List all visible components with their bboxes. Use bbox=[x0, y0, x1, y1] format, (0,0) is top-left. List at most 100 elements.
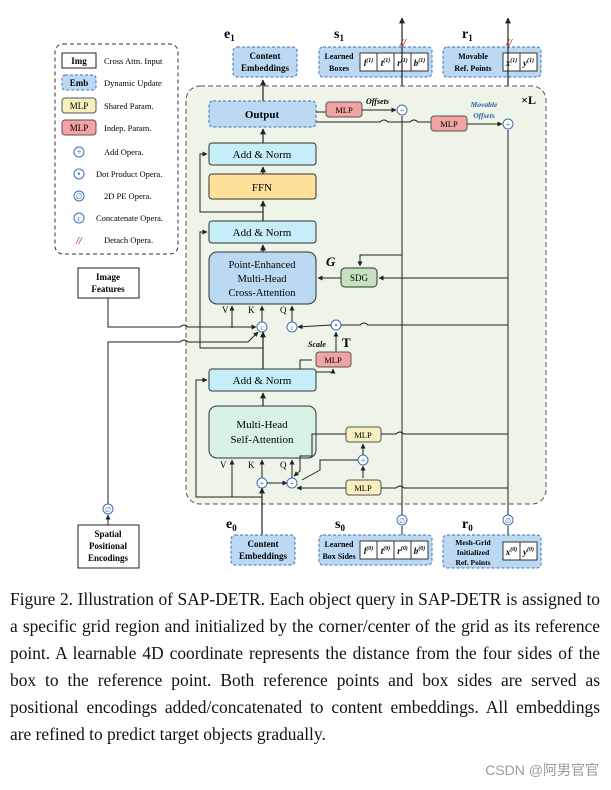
legend-item-pe: ∅ 2D PE Opera. bbox=[73, 190, 151, 202]
legend-label-shared: Shared Param. bbox=[104, 101, 154, 111]
legend-label-pe: 2D PE Opera. bbox=[104, 191, 151, 201]
svg-text:+: + bbox=[290, 479, 295, 488]
svg-text:t(1): t(1) bbox=[381, 57, 391, 68]
legend-item-add: + Add Opera. bbox=[73, 146, 144, 158]
self-k-label: K bbox=[248, 460, 255, 470]
legend-label-add: Add Opera. bbox=[104, 147, 144, 157]
pe-icon bbox=[502, 514, 514, 526]
svg-text:Positional: Positional bbox=[89, 541, 128, 551]
svg-text:Image: Image bbox=[96, 272, 120, 282]
detach-icon: // bbox=[75, 236, 83, 247]
bottom-learned-box-sides: Learned Box Sides l(0) t(0) r(0) b(0) bbox=[318, 534, 433, 566]
add-norm-1: Add & Norm bbox=[208, 368, 317, 392]
svg-text:b(0): b(0) bbox=[414, 545, 426, 556]
dot-product-icon: • bbox=[77, 169, 80, 179]
legend-item-concat: c Concatenate Opera. bbox=[73, 212, 163, 224]
svg-text:MLP: MLP bbox=[440, 119, 458, 129]
concat-icon bbox=[286, 321, 298, 333]
pe-icon bbox=[396, 514, 408, 526]
svg-text:Output: Output bbox=[245, 109, 280, 121]
svg-text:t(0): t(0) bbox=[381, 545, 391, 556]
svg-text:Multi-Head: Multi-Head bbox=[238, 274, 288, 285]
svg-text:MLP: MLP bbox=[354, 483, 372, 493]
svg-text:Embeddings: Embeddings bbox=[239, 551, 288, 561]
sap-detr-diagram: Img Cross Attn. Input Emb Dynamic Update… bbox=[54, 17, 547, 569]
legend-sym-img: Img bbox=[71, 56, 87, 66]
bottom-content-embeddings: Content Embeddings bbox=[230, 534, 296, 566]
svg-text:Ref. Points: Ref. Points bbox=[454, 64, 491, 73]
g-label: G bbox=[326, 254, 336, 269]
add-norm-2: Add & Norm bbox=[208, 220, 317, 244]
concat-icon: c bbox=[77, 214, 81, 223]
svg-text:Features: Features bbox=[91, 284, 125, 294]
svg-text:Learned: Learned bbox=[325, 52, 354, 61]
svg-text:Content: Content bbox=[248, 539, 279, 549]
ffn-box: FFN bbox=[208, 173, 317, 200]
bottom-mesh-grid-ref-points: Mesh-Grid Initialized Ref. Points x(0) y… bbox=[442, 534, 542, 569]
spatial-positional-encodings-box: Spatial Positional Encodings bbox=[77, 524, 140, 569]
detach-icon: // bbox=[399, 37, 407, 49]
legend-item-dot: • Dot Product Opera. bbox=[73, 168, 162, 180]
scale-label: Scale bbox=[308, 340, 326, 349]
svg-text:Box Sides: Box Sides bbox=[322, 552, 355, 561]
svg-text:∅: ∅ bbox=[105, 506, 111, 514]
legend-label-emb: Dynamic Update bbox=[104, 78, 162, 88]
svg-text:Movable: Movable bbox=[458, 52, 488, 61]
svg-text:c: c bbox=[260, 324, 263, 332]
s0-label: s0 bbox=[335, 517, 345, 533]
svg-text:SDG: SDG bbox=[350, 273, 369, 283]
svg-text:FFN: FFN bbox=[252, 182, 272, 194]
pe-icon: ∅ bbox=[76, 192, 83, 201]
svg-text:Ref. Points: Ref. Points bbox=[456, 558, 491, 567]
svg-text:Mesh-Grid: Mesh-Grid bbox=[455, 538, 491, 547]
svg-text:Content: Content bbox=[250, 51, 281, 61]
repeat-label: ×L bbox=[521, 93, 536, 107]
svg-text:Spatial: Spatial bbox=[94, 529, 122, 539]
legend-label-dot: Dot Product Opera. bbox=[96, 169, 162, 179]
detach-icon: // bbox=[505, 37, 513, 49]
svg-text:Add & Norm: Add & Norm bbox=[233, 375, 292, 387]
svg-text:Cross-Attention: Cross-Attention bbox=[228, 288, 296, 299]
svg-text:MLP: MLP bbox=[335, 105, 353, 115]
legend-sym-indep: MLP bbox=[70, 123, 89, 133]
e0-label: e0 bbox=[226, 517, 237, 533]
self-v-label: V bbox=[220, 460, 227, 470]
svg-text:+: + bbox=[506, 120, 511, 129]
e1-label: e1 bbox=[224, 27, 235, 43]
t-label: T bbox=[342, 335, 351, 350]
legend-item-detach: // Detach Opera. bbox=[75, 235, 153, 247]
top-s1-cells: l(1) t(1) r(1) b(1) bbox=[359, 52, 429, 72]
mlp-movable-offsets: MLP bbox=[430, 115, 468, 132]
svg-text:Learned: Learned bbox=[325, 540, 354, 549]
top-content-embeddings: Content Embeddings bbox=[232, 46, 298, 78]
cross-v-label: V bbox=[222, 305, 229, 315]
svg-text:Initialized: Initialized bbox=[457, 548, 490, 557]
svg-text:Add & Norm: Add & Norm bbox=[233, 227, 292, 239]
mlp-scale: MLP bbox=[315, 351, 352, 368]
legend-item-emb: Emb Dynamic Update bbox=[61, 74, 162, 91]
legend-item-indep-mlp: MLP Indep. Param. bbox=[61, 119, 151, 136]
cross-q-label: Q bbox=[280, 305, 287, 315]
svg-text:r(1): r(1) bbox=[397, 57, 408, 68]
mlp-offsets: MLP bbox=[325, 101, 363, 118]
svg-text:Multi-Head: Multi-Head bbox=[236, 419, 288, 431]
add-norm-3: Add & Norm bbox=[208, 142, 317, 166]
legend-item-shared-mlp: MLP Shared Param. bbox=[61, 97, 154, 114]
svg-text:Encodings: Encodings bbox=[88, 553, 129, 563]
svg-text:Point-Enhanced: Point-Enhanced bbox=[228, 260, 296, 271]
offsets-label: Offsets bbox=[366, 97, 389, 106]
legend-sym-emb: Emb bbox=[70, 78, 89, 88]
top-movable-ref-points: Movable Ref. Points x(1) y(1) bbox=[442, 46, 542, 78]
svg-text:∅: ∅ bbox=[399, 517, 405, 525]
svg-text:x(0): x(0) bbox=[505, 546, 518, 557]
svg-text:c: c bbox=[290, 324, 293, 332]
legend: Img Cross Attn. Input Emb Dynamic Update… bbox=[54, 43, 179, 255]
svg-text:Self-Attention: Self-Attention bbox=[231, 434, 294, 446]
cross-k-label: K bbox=[248, 305, 255, 315]
r0-label: r0 bbox=[462, 517, 473, 533]
svg-text:Embeddings: Embeddings bbox=[241, 63, 290, 73]
svg-text:Add & Norm: Add & Norm bbox=[233, 149, 292, 161]
svg-text:+: + bbox=[260, 479, 265, 488]
s1-label: s1 bbox=[334, 27, 344, 43]
svg-text:r(0): r(0) bbox=[397, 545, 408, 556]
